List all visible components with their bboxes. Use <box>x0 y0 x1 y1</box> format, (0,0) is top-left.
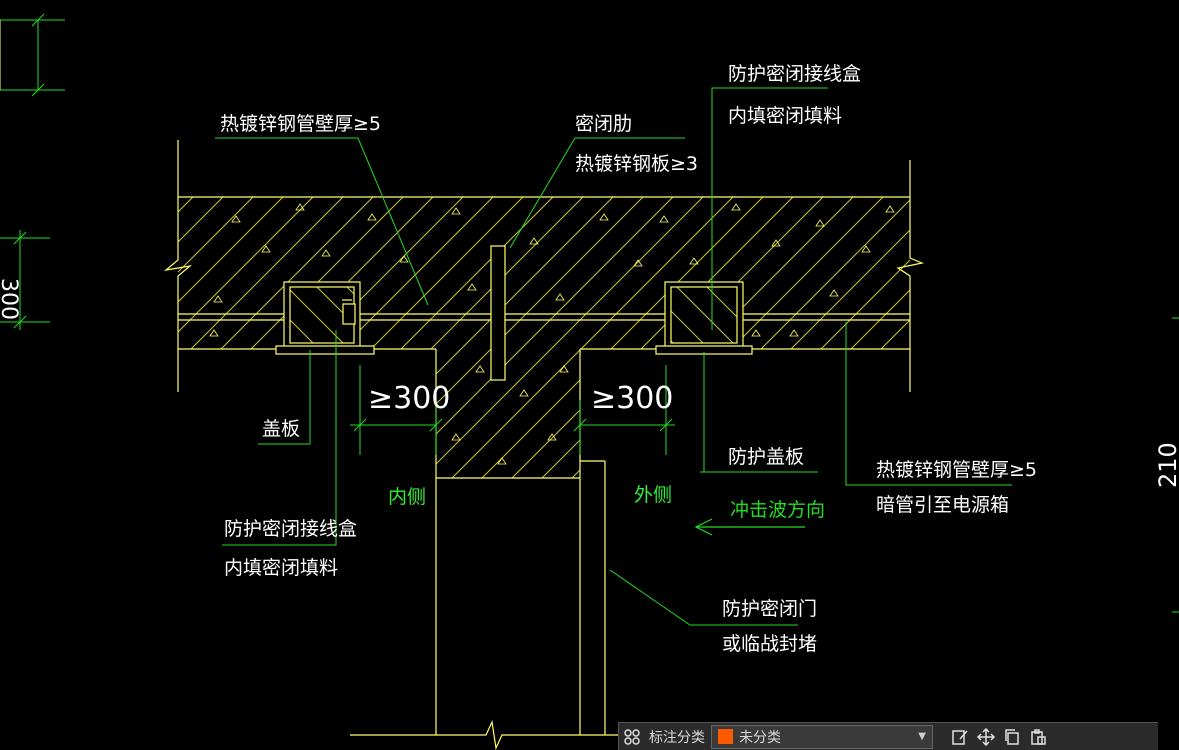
label-steel-pipe-right-1: 热镀锌钢管壁厚≥5 <box>876 459 1037 481</box>
junction-box-right <box>655 281 753 355</box>
edit-icon[interactable] <box>947 724 973 750</box>
leader-lines <box>215 87 1012 626</box>
top-left-dimension <box>0 13 65 97</box>
right-edge-ticks <box>1172 317 1179 613</box>
label-door-1: 防护密闭门 <box>722 598 817 620</box>
chevron-down-icon: ▼ <box>918 731 926 742</box>
label-inner-side: 内侧 <box>388 486 426 508</box>
move-icon[interactable] <box>973 724 999 750</box>
grid-icon[interactable] <box>619 724 645 750</box>
label-shock-wave-direction: 冲击波方向 <box>730 499 825 521</box>
label-junction-box-bottom-2: 内填密闭填料 <box>224 557 338 579</box>
junction-box-left <box>275 281 375 355</box>
dimension-right-300 <box>573 365 675 455</box>
dimension-left-300 <box>350 365 443 455</box>
copy-icon[interactable] <box>999 724 1025 750</box>
concrete-slab <box>163 140 925 750</box>
dimension-text-left-fragment: 300 <box>0 278 21 320</box>
label-junction-box-bottom-1: 防护密闭接线盒 <box>224 518 357 540</box>
label-junction-box-top-2: 内填密闭填料 <box>728 105 842 127</box>
left-dimension <box>0 230 50 330</box>
dimension-text-right: ≥300 <box>591 381 673 416</box>
dimension-text-left: ≥300 <box>368 381 450 416</box>
label-steel-pipe-top-left: 热镀锌钢管壁厚≥5 <box>220 113 381 135</box>
label-junction-box-top-1: 防护密闭接线盒 <box>728 63 861 85</box>
paste-icon[interactable] <box>1025 724 1051 750</box>
shock-wave-arrow <box>694 518 805 536</box>
label-protective-cover-plate: 防护盖板 <box>728 446 804 468</box>
annotation-toolbar: 标注分类 未分类 ▼ <box>618 722 1158 750</box>
dimension-text-right-edge: 210 <box>1154 442 1179 488</box>
label-door-2: 或临战封堵 <box>722 633 817 655</box>
category-select[interactable]: 未分类 ▼ <box>711 724 933 749</box>
label-outer-side: 外侧 <box>634 484 672 506</box>
category-color-swatch <box>718 729 733 744</box>
label-sealing-rib-1: 密闭肋 <box>575 113 632 135</box>
category-select-value: 未分类 <box>739 729 781 746</box>
category-label: 标注分类 <box>649 729 705 746</box>
sealing-rib <box>490 245 506 381</box>
label-sealing-rib-2: 热镀锌钢板≥3 <box>575 153 698 175</box>
label-cover-plate: 盖板 <box>262 418 300 440</box>
label-steel-pipe-right-2: 暗管引至电源箱 <box>876 494 1009 516</box>
